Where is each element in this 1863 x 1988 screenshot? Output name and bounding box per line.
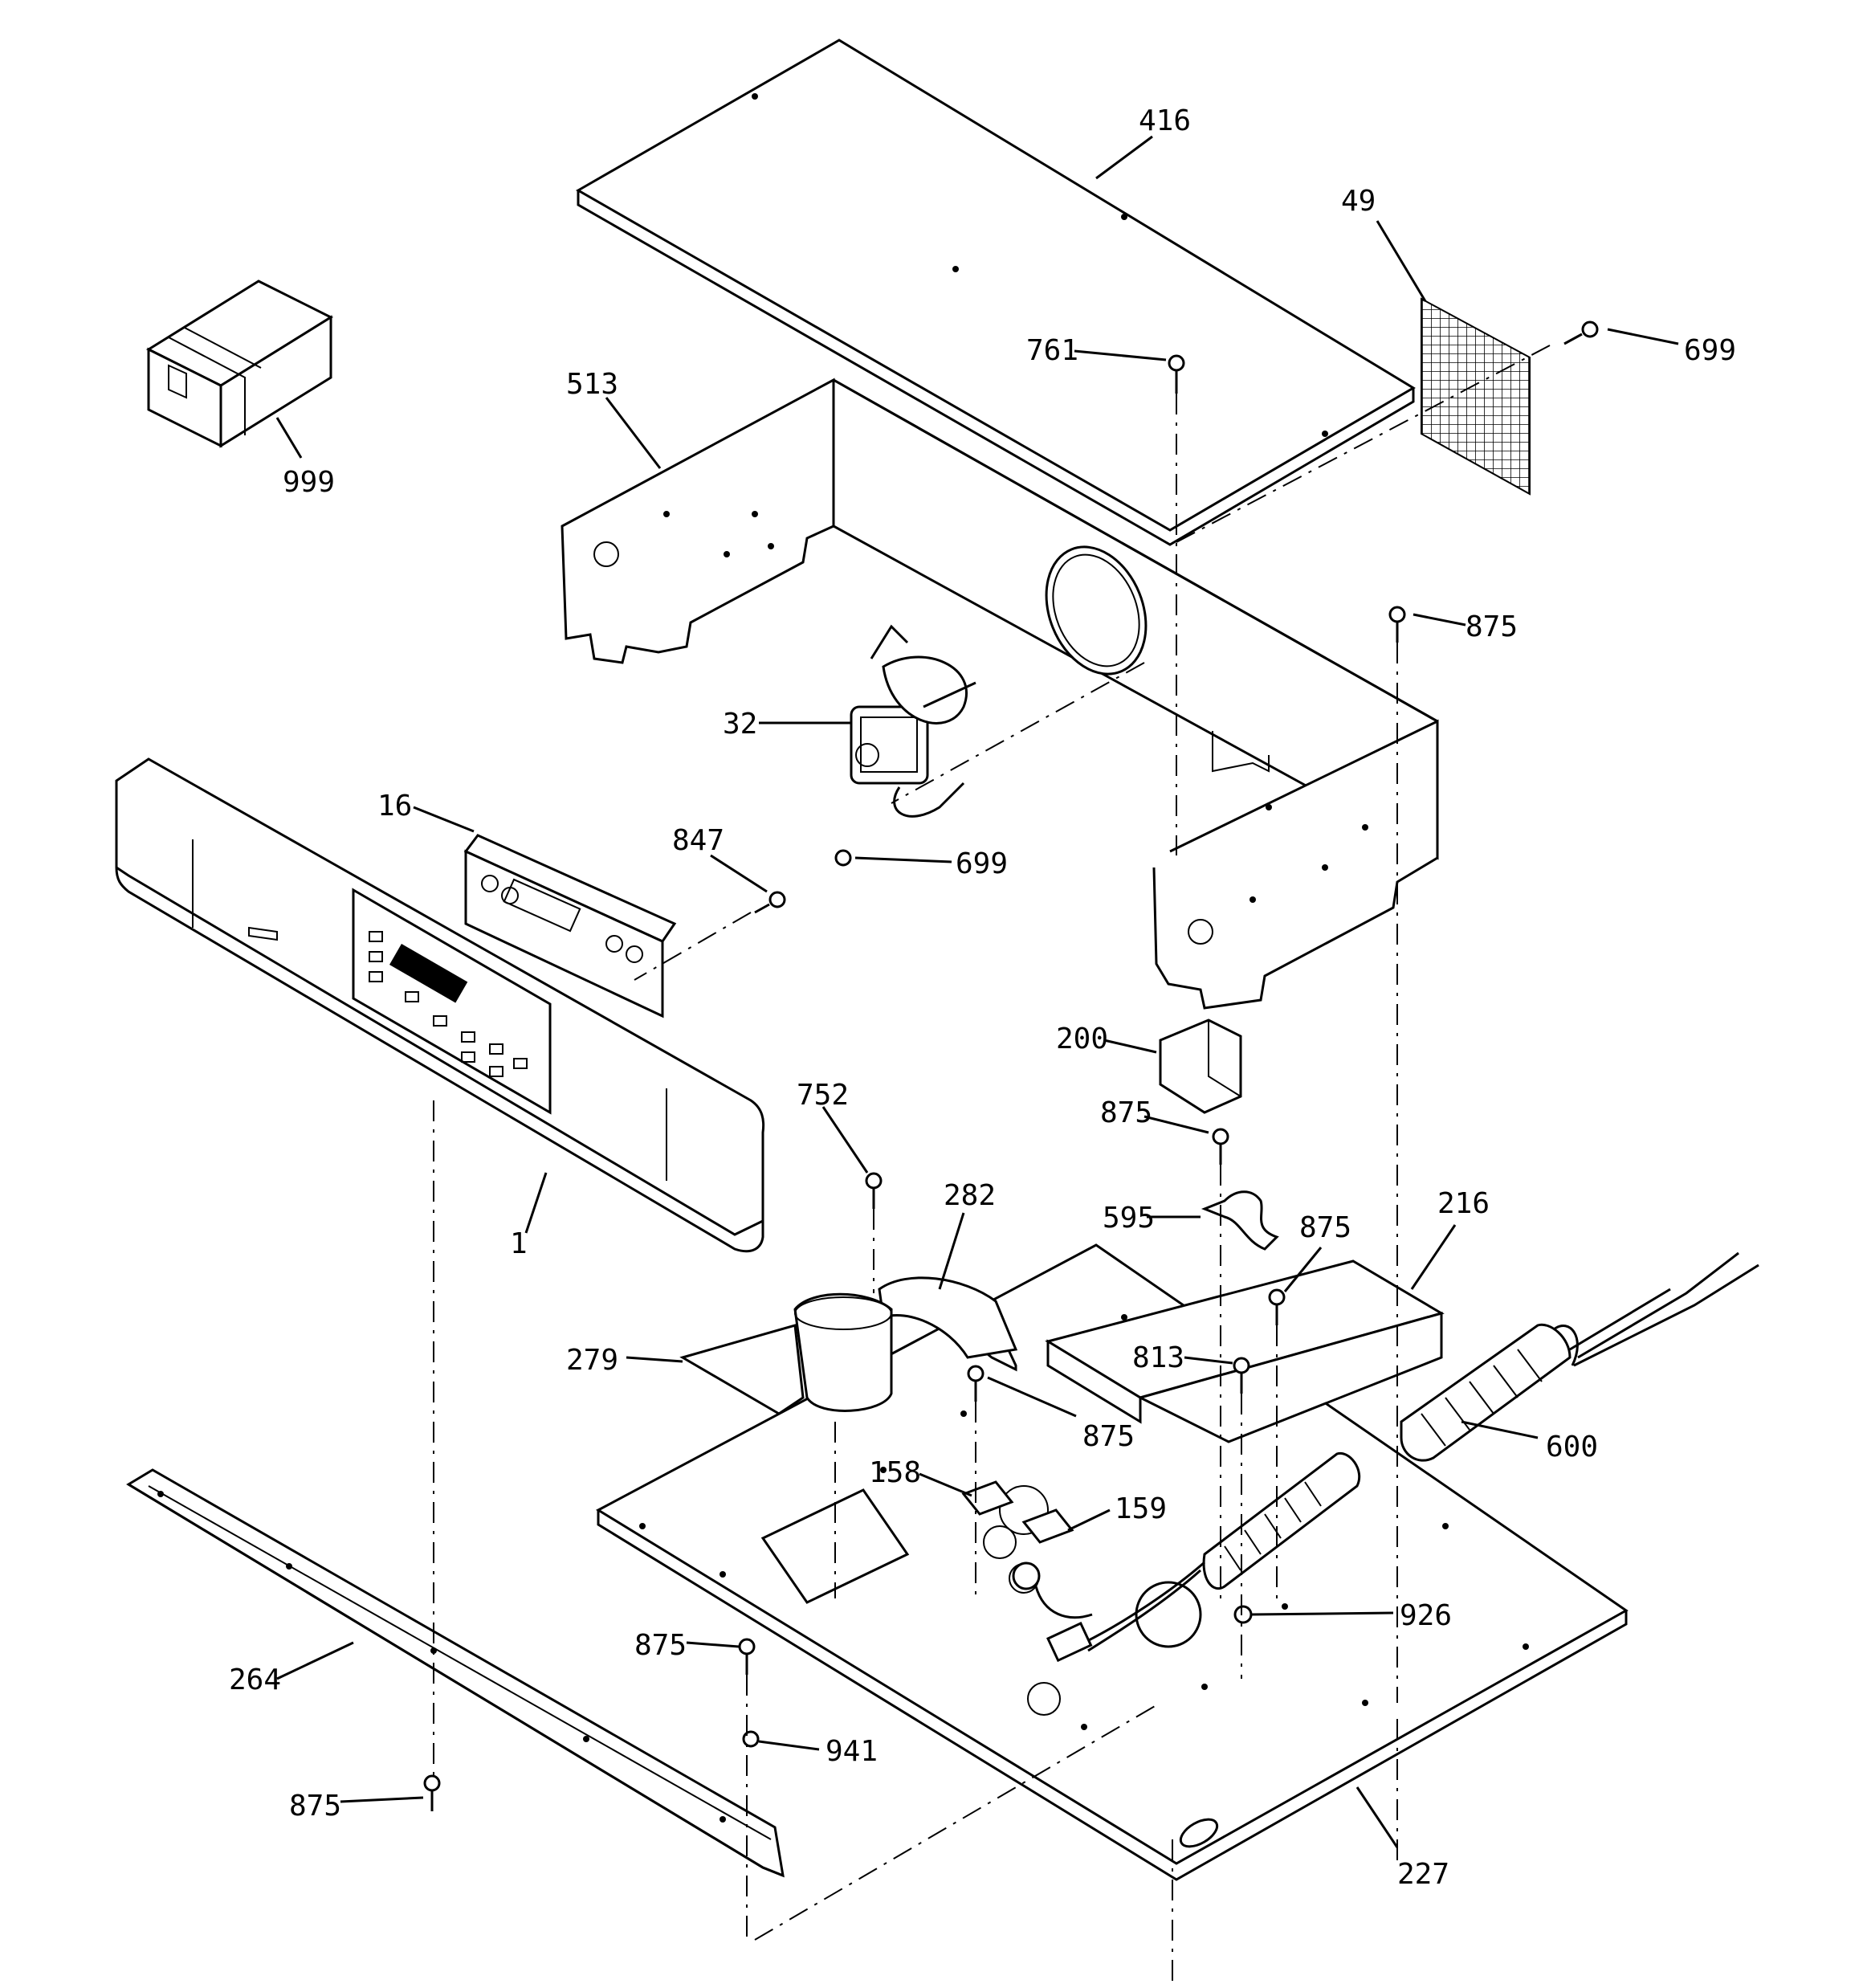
part-1-backguard [115, 757, 765, 1253]
callout-282: 282 [944, 1179, 996, 1212]
callout-600: 600 [1546, 1431, 1598, 1463]
callout-875-279: 875 [1082, 1420, 1135, 1453]
part-216-cover [1045, 1259, 1445, 1443]
part-416-top-panel [575, 39, 1416, 546]
screw-813 [1233, 1357, 1250, 1394]
callout-699-top: 699 [1684, 334, 1736, 367]
screw-875-bottom [423, 1774, 441, 1811]
part-926-clip [1233, 1605, 1253, 1624]
callout-875-lower: 875 [634, 1629, 687, 1662]
callout-264: 264 [229, 1663, 281, 1696]
callout-227: 227 [1397, 1858, 1449, 1891]
callout-158: 158 [869, 1456, 921, 1489]
assembly-centerlines [433, 345, 1551, 1988]
part-279-duct [679, 1292, 893, 1415]
part-32-fan-motor [850, 624, 976, 818]
callout-761: 761 [1026, 334, 1078, 367]
callout-813: 813 [1132, 1341, 1184, 1374]
part-49-mesh-screen [1421, 297, 1531, 496]
callout-16: 16 [377, 790, 412, 823]
callout-labels: 416 49 699 761 513 999 875 32 16 847 699… [229, 104, 1736, 1891]
part-159-thermostat [1021, 1508, 1074, 1544]
callout-941: 941 [826, 1735, 878, 1768]
screw-699-top [1563, 320, 1599, 345]
callout-32: 32 [723, 708, 757, 741]
callout-875-200: 875 [1100, 1096, 1152, 1129]
screw-752 [865, 1172, 883, 1209]
part-600-wiring-harness [1012, 1251, 1759, 1663]
screw-875-200 [1212, 1128, 1229, 1165]
callout-216: 216 [1437, 1187, 1490, 1220]
callout-699-mid: 699 [956, 847, 1008, 880]
screw-875-lower [738, 1638, 756, 1675]
callout-595: 595 [1103, 1202, 1155, 1235]
callout-926: 926 [1400, 1599, 1452, 1632]
callout-416: 416 [1139, 104, 1191, 137]
callout-875-216: 875 [1299, 1211, 1351, 1244]
callout-513: 513 [566, 368, 618, 401]
screw-875-216 [1268, 1288, 1286, 1325]
callout-999: 999 [283, 466, 335, 499]
callout-159: 159 [1115, 1492, 1167, 1525]
keypad-buttons [369, 931, 528, 1077]
screw-699-mid [834, 849, 852, 867]
callout-200: 200 [1056, 1023, 1108, 1055]
screw-875-right [1388, 606, 1406, 643]
screw-847 [754, 891, 786, 914]
screw-875-279 [967, 1365, 984, 1402]
callout-752: 752 [797, 1079, 849, 1112]
part-941-clip [742, 1730, 760, 1748]
part-200-terminal-block [1159, 1018, 1242, 1114]
callout-875-bottom: 875 [289, 1790, 341, 1823]
callout-279: 279 [566, 1344, 618, 1377]
leader-lines [275, 135, 1679, 1848]
callout-49: 49 [1341, 185, 1376, 218]
part-16-control-board [463, 834, 677, 1018]
screw-761 [1168, 354, 1185, 394]
part-264-front-bracket [126, 1468, 785, 1878]
part-999-carton [145, 280, 334, 448]
callout-1: 1 [510, 1227, 528, 1260]
callout-875-right: 875 [1466, 610, 1518, 643]
part-595-clamp [1201, 1190, 1279, 1251]
callout-847: 847 [672, 824, 724, 857]
part-513-wrapper [561, 378, 1439, 1010]
part-282-duct-panel [878, 1276, 1018, 1372]
